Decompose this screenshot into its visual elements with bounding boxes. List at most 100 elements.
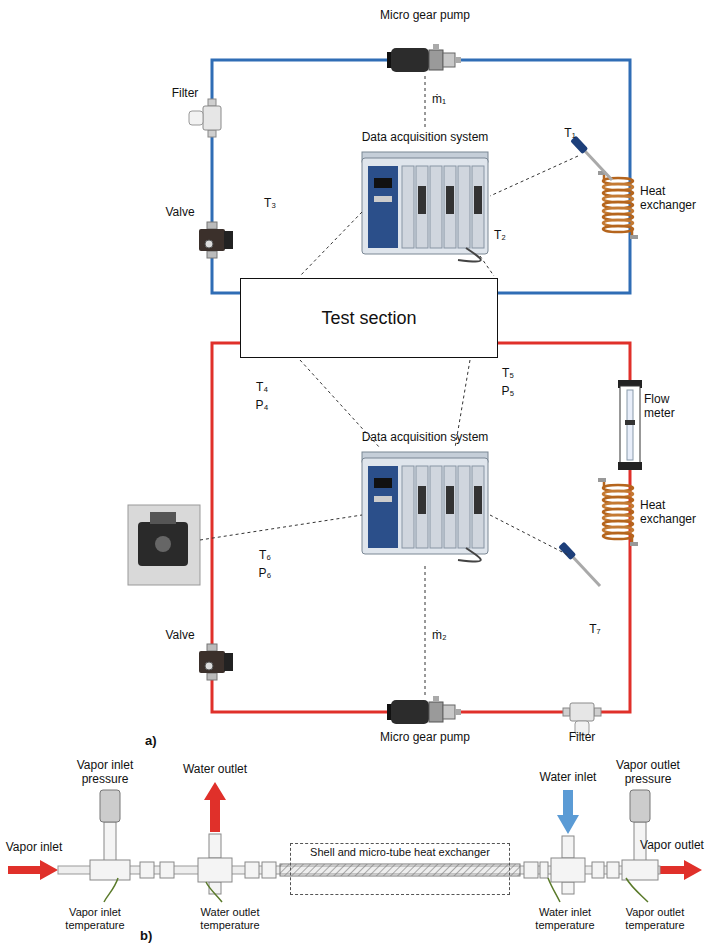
cross-fitting (551, 858, 585, 882)
sensor-tag: T₅ (502, 366, 514, 380)
part-label: Water outlet temperature (188, 906, 273, 932)
node-label: Test section (321, 307, 416, 329)
heat-exchanger-icon (598, 478, 638, 546)
heat-exchanger-icon (598, 171, 638, 239)
sensor-tag: T₂ (494, 228, 506, 242)
part-label: Vapor inlet (6, 840, 62, 854)
part-label: Vapor outlet pressure (612, 758, 684, 786)
flow-arrow (660, 860, 702, 880)
sensor-tag: T₁ (564, 126, 575, 140)
nut (262, 862, 276, 878)
signal-line (425, 566, 426, 696)
part-label: Flow meter (644, 392, 694, 420)
sensor-tag: P₄ (256, 398, 269, 412)
signal-lines (200, 76, 578, 696)
flow-arrow (204, 782, 226, 832)
signal-line (480, 256, 494, 276)
nut (245, 862, 259, 878)
cross-stem (209, 834, 221, 858)
gauge-stem (104, 822, 116, 862)
panel-label: a) (145, 733, 157, 749)
sensor-tag: T₇ (589, 622, 600, 636)
node-label: Shell and micro-tube heat exchanger (310, 846, 490, 859)
cross-stem (562, 882, 574, 894)
valve-icon (199, 644, 233, 680)
sensor-tag: T₆ (259, 548, 271, 562)
thermocouple-wire (626, 878, 648, 902)
nut (140, 862, 154, 878)
signal-line (200, 515, 362, 540)
thermocouple-wire (206, 882, 222, 902)
sensor-tag: P₆ (259, 566, 272, 580)
tee-fitting (622, 860, 658, 880)
tee-fitting (90, 860, 130, 880)
flow-arrow (8, 860, 58, 880)
part-label: Heat exchanger (640, 184, 702, 212)
thermocouple-wire (548, 878, 560, 902)
filter-icon (189, 99, 221, 137)
flow-arrow (557, 790, 579, 834)
filter-icon (189, 99, 221, 137)
flow-meter-body (620, 386, 640, 464)
part-label: Water inlet (540, 770, 597, 784)
part-label: Heat exchanger (640, 498, 702, 526)
pressure-gauge (100, 790, 120, 822)
flow-meter-float (625, 420, 635, 425)
part-label: Vapor outlet (640, 838, 704, 852)
sensor-photo-fitting (150, 512, 176, 524)
mass-flow-tag: ṁ₁ (432, 92, 446, 106)
valve-icon (199, 644, 233, 680)
part-label: Data acquisition system (362, 430, 489, 444)
valve-icon (199, 222, 233, 258)
sensor-photo-port (155, 536, 171, 552)
nut (607, 862, 619, 878)
daq-icon (362, 152, 488, 262)
part-label: Valve (165, 628, 194, 642)
part-label: Vapor inlet pressure (69, 758, 141, 786)
micro-tube-bundle (280, 864, 520, 876)
part-label: Micro gear pump (380, 8, 470, 22)
mass-flow-tag: ṁ₂ (432, 628, 447, 642)
part-label: Filter (569, 730, 596, 744)
process-box: Test section (240, 278, 498, 358)
valve-icon (199, 222, 233, 258)
part-label: Micro gear pump (380, 730, 470, 744)
flow-meter-cap (618, 462, 642, 470)
part-label: Vapor inlet temperature (55, 906, 135, 932)
part-label: Water inlet temperature (523, 906, 608, 932)
sensor-photo (128, 505, 200, 585)
pressure-gauge (630, 790, 650, 822)
temperature-probe-icon (570, 136, 612, 180)
gear-pump-icon (387, 44, 461, 72)
sensor-tag: P₅ (502, 384, 515, 398)
signal-line (300, 212, 362, 276)
gear-pump-icon (387, 696, 461, 724)
nut (160, 862, 174, 878)
temperature-probe-icon (558, 542, 600, 586)
sensor-tag: T₃ (264, 196, 276, 210)
dashed-region: Shell and micro-tube heat exchanger (290, 843, 510, 895)
thermocouple-wire (104, 878, 118, 902)
nut (592, 862, 604, 878)
signal-line (425, 76, 426, 128)
cross-stem (562, 836, 574, 858)
signal-line (490, 156, 578, 196)
cross-fitting (198, 858, 232, 882)
sensor-photo-block (138, 522, 188, 566)
hot-loop-pipe (212, 343, 630, 712)
cold-loop-pipe (212, 60, 630, 293)
sensor-tag: T₄ (256, 380, 268, 394)
nut (524, 862, 538, 878)
part-label: Data acquisition system (362, 130, 489, 144)
part-label: Filter (172, 86, 199, 100)
signal-line (490, 515, 570, 556)
nut (540, 862, 548, 878)
panel-label: b) (140, 928, 152, 944)
daq-icon (362, 452, 488, 562)
part-label: Water outlet (183, 762, 247, 776)
part-label: Valve (165, 205, 194, 219)
thermocouple-wires (104, 878, 648, 902)
part-label: Vapor outlet temperature (615, 906, 695, 932)
